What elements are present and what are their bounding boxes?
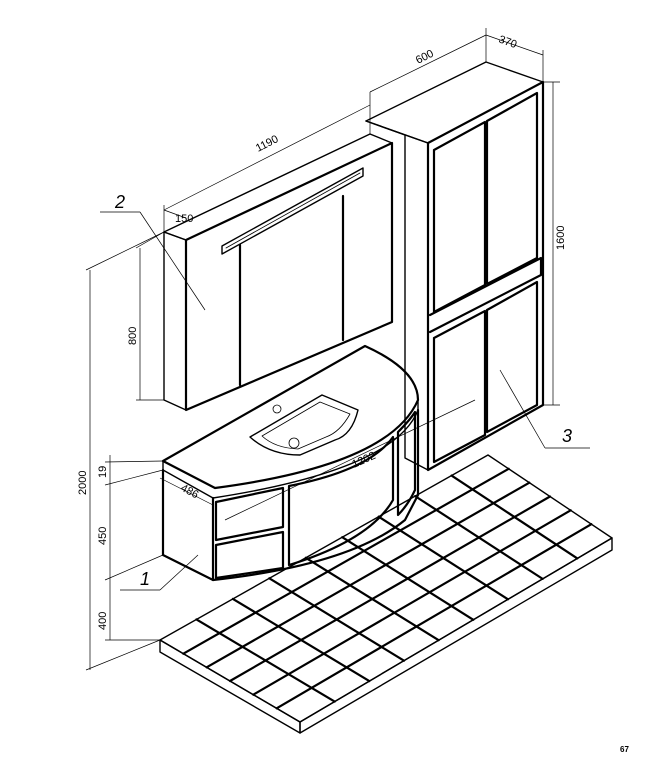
vanity — [161, 344, 420, 582]
dimension-lines — [85, 28, 590, 671]
tile-line — [182, 467, 510, 655]
floor-tiles — [159, 454, 613, 734]
dim-cabinet-depth: 370 — [497, 34, 518, 52]
dim-total-height: 2000 — [77, 471, 89, 495]
dim-vanity-depth: 486 — [179, 482, 201, 501]
dim-mirror-depth: 150 — [175, 213, 193, 225]
tile-line — [252, 509, 572, 696]
callout-tall-cabinet: 3 — [562, 426, 572, 446]
dim-mirror-height: 800 — [127, 327, 139, 345]
callout-mirror-cabinet: 2 — [114, 192, 125, 212]
dim-vanity-height: 450 — [97, 527, 109, 545]
page-number: 67 — [620, 745, 629, 754]
tile-line — [228, 495, 552, 683]
dim-floor-clearance: 400 — [97, 612, 109, 630]
tile-line — [205, 481, 531, 669]
dim-cabinet-height: 1600 — [555, 226, 567, 250]
dim-countertop-height: 19 — [97, 466, 109, 478]
mirror-cabinet — [163, 133, 394, 412]
dim-cabinet-width: 600 — [414, 48, 436, 67]
callout-vanity: 1 — [140, 569, 150, 589]
dim-mirror-width: 1190 — [254, 133, 281, 154]
tile-line — [275, 523, 593, 710]
